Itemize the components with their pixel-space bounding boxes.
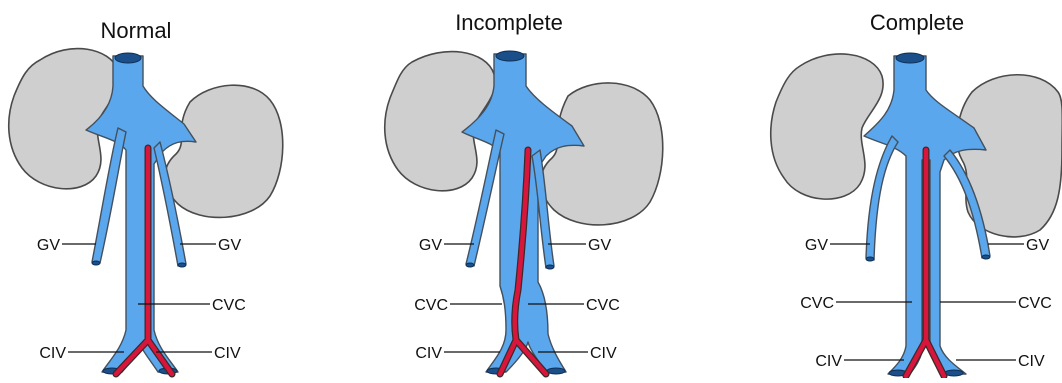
label-cvc-right: CVC: [212, 297, 246, 314]
gv-left-end: [92, 261, 100, 265]
label-gv-right: GV: [1026, 237, 1049, 254]
panel-title-normal: Normal: [101, 18, 172, 43]
label-cvc-left: CVC: [414, 297, 448, 314]
label-civ-right: CIV: [1018, 353, 1045, 370]
gv-right-end: [546, 265, 554, 269]
label-civ-left: CIV: [39, 345, 66, 362]
label-gv-left: GV: [37, 237, 60, 254]
label-gv-right: GV: [218, 237, 241, 254]
gv-right-end: [982, 255, 990, 259]
vena-cava-opening: [896, 53, 924, 63]
gv-right-end: [178, 263, 186, 267]
gonadal-vein-left: [866, 136, 898, 260]
civ-right-end: [945, 370, 963, 376]
label-civ-right: CIV: [214, 345, 241, 362]
gv-left-end: [866, 257, 874, 261]
right-kidney: [165, 85, 283, 217]
label-gv-right: GV: [588, 237, 611, 254]
panel-normal: Normal GV GV CVC CIV CIV: [9, 18, 283, 374]
label-cvc-left: CVC: [800, 295, 834, 312]
label-civ-left: CIV: [415, 345, 442, 362]
label-civ-right: CIV: [590, 345, 617, 362]
label-cvc-right: CVC: [586, 297, 620, 314]
label-gv-left: GV: [419, 237, 442, 254]
vena-cava-opening: [115, 53, 141, 63]
right-kidney: [541, 83, 663, 225]
label-gv-left: GV: [805, 237, 828, 254]
panel-title-complete: Complete: [870, 10, 964, 35]
label-cvc-right: CVC: [1018, 295, 1052, 312]
panel-incomplete: Incomplete GV GV CVC CVC CIV CIV: [385, 10, 663, 374]
label-civ-left: CIV: [815, 353, 842, 370]
panel-title-incomplete: Incomplete: [455, 10, 563, 35]
civ-right-end: [547, 368, 565, 374]
vena-cava-opening: [496, 51, 524, 61]
gv-left-end: [466, 263, 474, 267]
panel-complete: Complete GV GV CVC CVC CIV CIV: [771, 10, 1062, 376]
left-kidney: [771, 54, 883, 199]
